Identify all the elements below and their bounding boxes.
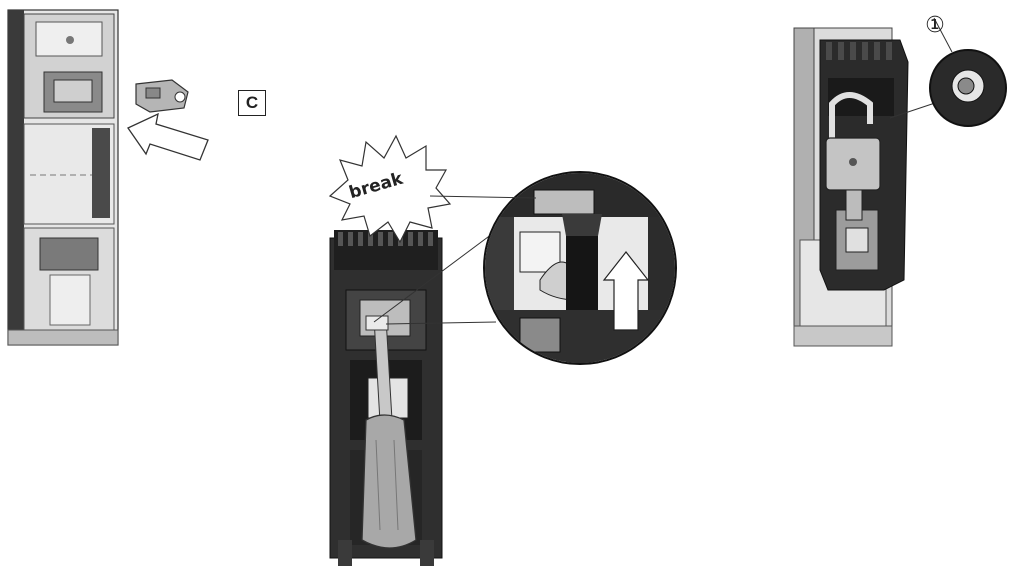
insert-arrow	[128, 114, 208, 160]
callout-number: ①	[922, 12, 948, 38]
zoom-detail-circle	[484, 172, 684, 374]
lock-clip-part	[136, 80, 188, 112]
step-label: C	[246, 93, 258, 113]
step-label-box: C	[238, 90, 266, 116]
fuse-base-left	[8, 10, 118, 345]
